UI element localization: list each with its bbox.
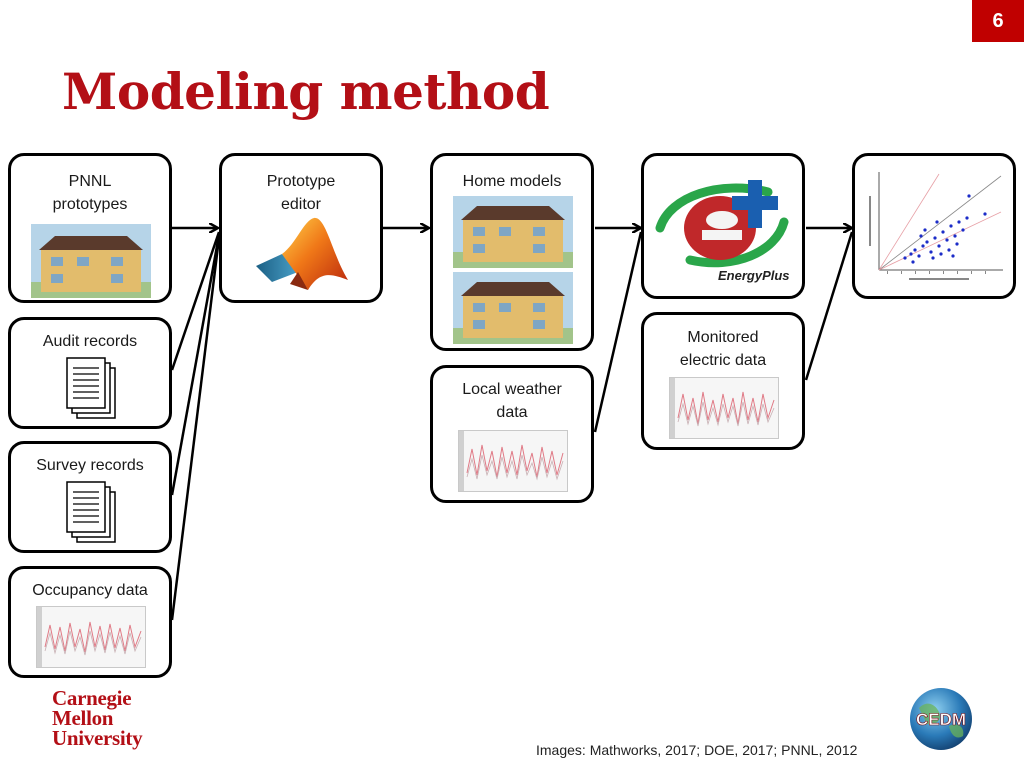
line-monitored-to-results bbox=[804, 231, 854, 381]
box-label: Survey records bbox=[36, 457, 144, 474]
line-weather-to-energyplus bbox=[593, 231, 643, 433]
house-image bbox=[453, 272, 573, 344]
box-label: PNNL prototypes bbox=[52, 173, 128, 213]
timeseries-plot-image bbox=[36, 606, 146, 668]
cmu-logo-line: University bbox=[52, 726, 143, 750]
box-occupancy-data: Occupancy data bbox=[8, 566, 172, 678]
box-audit-records: Audit records bbox=[8, 317, 172, 429]
box-pnnl-prototypes: PNNL prototypes bbox=[8, 153, 172, 303]
box-label: Prototype editor bbox=[266, 173, 336, 213]
document-stack-icon bbox=[66, 357, 116, 419]
cmu-logo-line: Carnegie bbox=[52, 686, 132, 710]
box-label: Local weather data bbox=[462, 381, 562, 421]
box-prototype-editor: Prototype editor bbox=[219, 153, 383, 303]
box-label: Occupancy data bbox=[32, 582, 148, 599]
box-results-scatter bbox=[852, 153, 1016, 299]
document-stack-icon bbox=[66, 481, 116, 543]
house-image bbox=[31, 224, 151, 298]
line-survey-to-editor bbox=[170, 234, 221, 496]
box-monitored-electric-data: Monitored electric data bbox=[641, 312, 805, 450]
page-number: 6 bbox=[972, 0, 1024, 42]
energyplus-logo-text: EnergyPlus bbox=[718, 268, 790, 283]
box-energyplus: EnergyPlus bbox=[641, 153, 805, 299]
cedm-logo-text: CEDM bbox=[916, 710, 966, 729]
box-survey-records: Survey records bbox=[8, 441, 172, 553]
house-image bbox=[453, 196, 573, 268]
timeseries-plot-image bbox=[669, 377, 779, 439]
line-audit-to-editor bbox=[170, 231, 221, 371]
scatter-plot-image bbox=[865, 166, 1009, 290]
box-label: Audit records bbox=[42, 333, 138, 350]
cmu-logo: Carnegie Mellon University bbox=[52, 686, 143, 750]
timeseries-plot-image bbox=[458, 430, 568, 492]
energyplus-logo-icon bbox=[655, 180, 789, 268]
cmu-logo-line: Mellon bbox=[52, 706, 114, 730]
box-label: Monitored electric data bbox=[679, 329, 767, 369]
image-credits: Images: Mathworks, 2017; DOE, 2017; PNNL… bbox=[536, 742, 858, 758]
box-local-weather-data: Local weather data bbox=[430, 365, 594, 503]
box-label: Home models bbox=[462, 173, 562, 190]
matlab-logo-icon bbox=[256, 217, 348, 290]
page-title: Modeling method bbox=[62, 62, 550, 121]
cedm-logo-icon: CEDM bbox=[910, 688, 972, 750]
line-occupancy-to-editor bbox=[170, 237, 221, 621]
box-home-models: Home models bbox=[430, 153, 594, 351]
